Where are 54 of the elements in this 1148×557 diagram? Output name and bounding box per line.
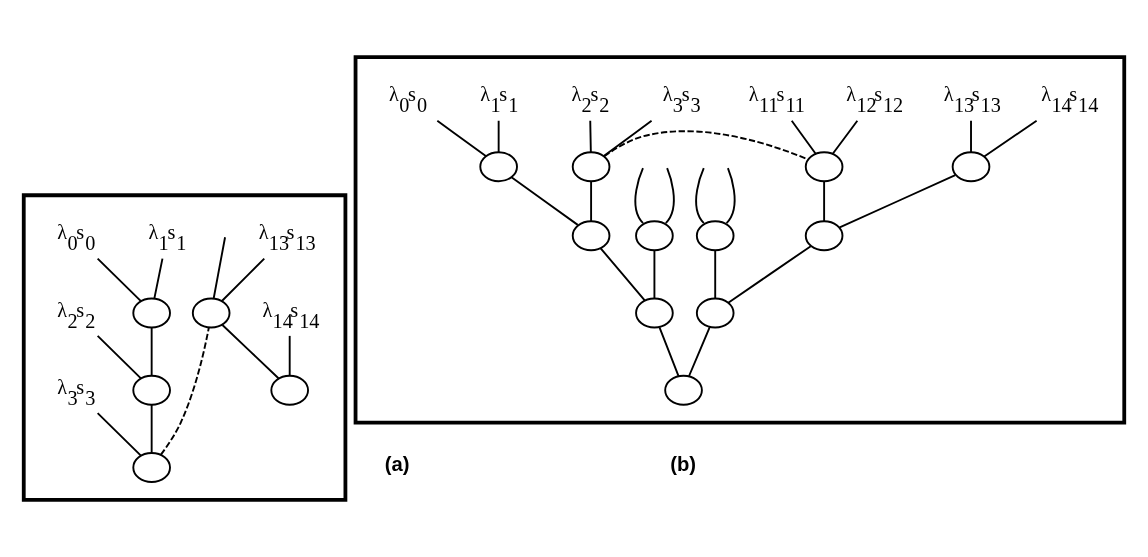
cluster — [21, 193, 348, 502]
connector — [838, 174, 957, 229]
connector — [603, 130, 809, 161]
connector — [221, 324, 280, 380]
node-circle — [804, 220, 844, 252]
connector — [727, 245, 812, 304]
node-circle — [951, 151, 991, 183]
node-circle — [479, 151, 518, 183]
connector — [153, 257, 164, 300]
connector — [688, 326, 711, 377]
connector — [212, 236, 226, 300]
connector — [664, 167, 675, 225]
connector — [96, 412, 142, 457]
node-circle — [635, 220, 674, 252]
connector — [790, 119, 817, 155]
connector — [599, 247, 646, 302]
connector — [497, 119, 500, 153]
connector — [150, 326, 153, 377]
node-circle — [132, 452, 171, 483]
node-label: (a) — [384, 453, 410, 476]
connector — [832, 119, 859, 155]
node-circle — [804, 151, 844, 183]
node-circle — [571, 220, 611, 252]
node-circle — [571, 151, 611, 183]
connector — [658, 326, 680, 378]
connector — [436, 119, 487, 158]
connector — [159, 326, 210, 456]
connector — [714, 249, 717, 299]
connector — [510, 176, 579, 226]
connector — [589, 119, 592, 153]
connector — [96, 257, 142, 303]
connector — [590, 180, 593, 222]
node-circle — [695, 220, 735, 252]
connector — [970, 119, 972, 153]
connector — [221, 257, 266, 302]
connector — [96, 334, 142, 380]
node-circle — [132, 297, 171, 329]
node-circle — [191, 297, 231, 329]
connector — [653, 249, 656, 299]
node-circle — [635, 297, 674, 329]
connector — [602, 119, 653, 158]
connector — [695, 167, 705, 225]
cluster — [353, 55, 1127, 425]
node-circle — [695, 297, 735, 329]
connector — [288, 334, 291, 377]
connector — [150, 403, 153, 454]
connector — [634, 167, 644, 225]
node-circle — [132, 374, 171, 406]
connector — [823, 180, 826, 222]
node-circle — [270, 374, 309, 406]
connector — [725, 167, 736, 225]
connector — [983, 119, 1038, 158]
node-label: (b) — [670, 453, 697, 476]
node-circle — [664, 374, 703, 406]
